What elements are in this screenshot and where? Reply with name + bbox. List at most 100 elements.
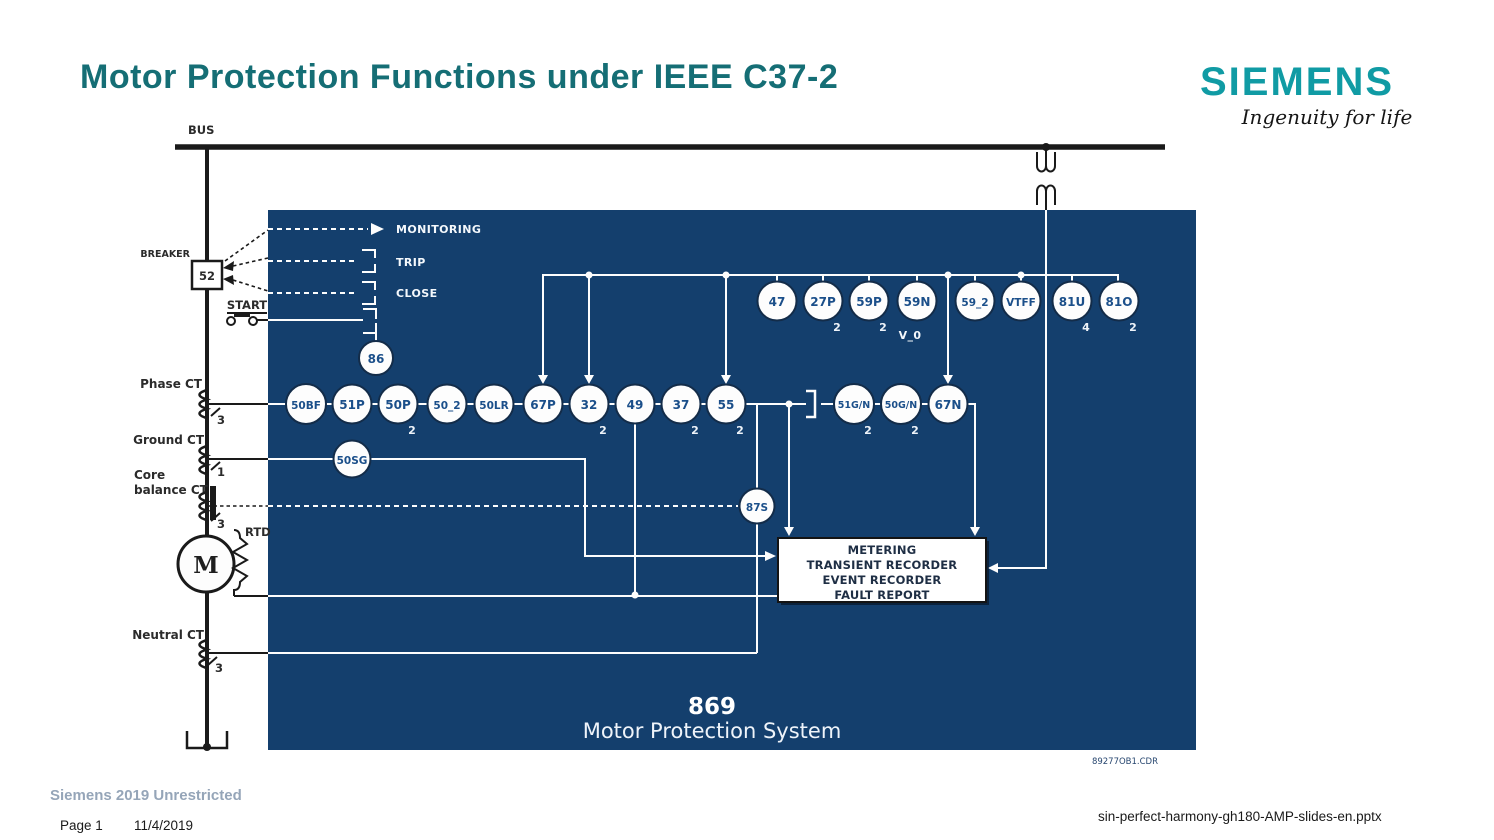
arrow-67p xyxy=(538,375,548,384)
svg-text:VTFF: VTFF xyxy=(1006,297,1036,309)
core-ct-label-2: balance CT xyxy=(134,483,209,497)
svg-text:2: 2 xyxy=(599,424,607,437)
junction-67n xyxy=(944,271,952,279)
wire-67n-recorder xyxy=(966,403,976,528)
siemens-tagline: Ingenuity for life xyxy=(1241,105,1413,129)
arrow-67n-recorder xyxy=(970,527,980,536)
relay-86: 86 xyxy=(358,340,394,376)
siemens-logo: SIEMENS xyxy=(1200,60,1395,104)
relay-50bf: 50BF xyxy=(285,383,327,425)
relay-27p: 27P 2 xyxy=(802,280,844,334)
svg-text:49: 49 xyxy=(627,398,644,412)
relay-32: 32 2 xyxy=(568,383,610,437)
relay-51gn: 51G/N 2 xyxy=(833,383,875,437)
monitoring-label: MONITORING xyxy=(396,223,481,236)
phase-ct-label: Phase CT xyxy=(140,377,203,391)
close-label: CLOSE xyxy=(396,287,437,300)
neutral-ct-tick xyxy=(207,656,218,666)
core-ct-label-1: Core xyxy=(134,468,165,482)
arrow-67n xyxy=(943,375,953,384)
ground-ct-count: 1 xyxy=(217,465,225,479)
start-button-bar xyxy=(234,312,250,317)
core-ct-symbol xyxy=(198,490,212,522)
relay-49: 49 xyxy=(614,383,656,425)
svg-text:87S: 87S xyxy=(746,502,768,514)
motor-circle xyxy=(176,534,236,594)
core-ct-core-bar xyxy=(210,486,216,520)
arrow-50sg-recorder xyxy=(765,551,776,561)
ground-dot xyxy=(203,743,211,751)
svg-text:55: 55 xyxy=(718,398,735,412)
doc-ref: 89277OB1.CDR xyxy=(1092,757,1158,767)
recorder-box xyxy=(777,537,987,603)
arrow-55 xyxy=(721,375,731,384)
relay-55: 55 2 xyxy=(705,383,747,437)
recorder-line-2: TRANSIENT RECORDER xyxy=(807,558,958,572)
junction-vtff xyxy=(1017,271,1025,279)
trip-contact xyxy=(362,249,376,273)
close-link xyxy=(232,279,269,292)
ground-ct-symbol xyxy=(198,444,212,476)
phase-ct-symbol xyxy=(198,388,212,420)
neutral-ct-symbol xyxy=(198,638,212,670)
svg-text:2: 2 xyxy=(736,424,744,437)
relay-67p: 67P xyxy=(522,383,564,425)
svg-text:2: 2 xyxy=(1129,321,1137,334)
svg-text:32: 32 xyxy=(581,398,598,412)
relay-59-2: 59_2 xyxy=(954,280,996,322)
svg-text:81O: 81O xyxy=(1106,295,1133,309)
rtd-label: RTD xyxy=(245,525,271,539)
vt-primary-winding xyxy=(1036,152,1056,173)
relay-67n: 67N xyxy=(927,383,969,425)
svg-text:2: 2 xyxy=(691,424,699,437)
svg-text:2: 2 xyxy=(911,424,919,437)
junction-32 xyxy=(585,271,593,279)
vt-line-inside xyxy=(997,210,1047,569)
core-ct-tick xyxy=(210,512,221,522)
wire-50sg xyxy=(268,458,766,557)
svg-text:2: 2 xyxy=(833,321,841,334)
svg-text:50BF: 50BF xyxy=(291,400,321,412)
svg-text:50SG: 50SG xyxy=(337,455,368,467)
svg-text:67P: 67P xyxy=(530,398,556,412)
svg-text:51P: 51P xyxy=(339,398,365,412)
voltage-ticks xyxy=(776,275,1073,282)
arrow-row-recorder xyxy=(784,527,794,536)
rtd-resistor xyxy=(230,529,250,596)
relay-50lr: 50LR xyxy=(473,383,515,425)
close-contact xyxy=(362,281,376,305)
device-number: 869 xyxy=(688,694,736,720)
start-label: START xyxy=(227,298,267,312)
relay-50p: 50P 2 xyxy=(377,383,419,437)
start-contact-b xyxy=(248,316,258,326)
relay-59p: 59P 2 xyxy=(848,280,890,334)
relay-50-2: 50_2 xyxy=(426,383,468,425)
trip-link xyxy=(232,257,269,267)
recorder-line-3: EVENT RECORDER xyxy=(823,573,942,587)
footer-date: 11/4/2019 xyxy=(134,818,194,833)
svg-text:27P: 27P xyxy=(810,295,836,309)
svg-text:67N: 67N xyxy=(935,398,962,412)
recorder-line-1: METERING xyxy=(848,543,917,557)
svg-text:2: 2 xyxy=(408,424,416,437)
relay-87s: 87S xyxy=(738,487,776,525)
relay-50gn: 50G/N 2 xyxy=(880,383,922,437)
monitoring-arrow xyxy=(371,223,384,235)
vt-secondary-winding xyxy=(1036,184,1056,205)
phase-ct-count: 3 xyxy=(217,413,225,427)
breaker-label: BREAKER xyxy=(140,249,190,260)
core-ct-count: 3 xyxy=(217,517,225,531)
relay-37: 37 2 xyxy=(660,383,702,437)
svg-text:37: 37 xyxy=(673,398,690,412)
svg-text:50P: 50P xyxy=(385,398,411,412)
relay-47: 47 xyxy=(756,280,798,322)
neutral-ct-count: 3 xyxy=(215,661,223,675)
relay-vtff: VTFF xyxy=(1000,280,1042,322)
summation-bracket xyxy=(806,389,817,419)
close-arrow xyxy=(223,275,234,285)
svg-text:51G/N: 51G/N xyxy=(838,400,870,411)
bus-label: BUS xyxy=(188,123,214,137)
recorder-line-4: FAULT REPORT xyxy=(834,588,929,602)
v0-label: V_0 xyxy=(899,329,922,342)
